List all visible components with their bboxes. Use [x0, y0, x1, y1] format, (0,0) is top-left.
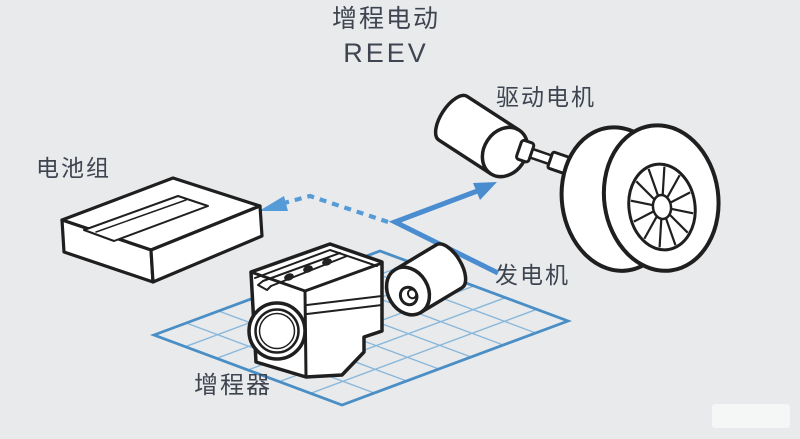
battery-top-panel [83, 195, 209, 242]
wheel-spokes [630, 166, 694, 248]
engine-bolt-hole [284, 273, 294, 281]
engine-bolt-hole [303, 265, 313, 273]
diagram-title-chinese: 增程电动 [331, 5, 440, 33]
generator-label: 发电机 [495, 262, 570, 288]
range-extender-label: 增程器 [194, 372, 272, 399]
wheel-rim [627, 162, 697, 252]
power-flow-arrowhead [473, 182, 497, 200]
diagram-title-reev: REEV [343, 38, 429, 68]
charge-flow-arrow [259, 193, 389, 224]
power-flow-arrow [388, 182, 500, 276]
drive-motor-graphic [433, 93, 530, 179]
engine-bolt-hole [322, 258, 332, 266]
generator-graphic [384, 242, 468, 317]
charge-flow-arrowhead [259, 196, 288, 211]
watermark [712, 404, 790, 428]
wheel-hub [651, 193, 673, 221]
range-extender-graphic [247, 242, 384, 379]
battery-pack-graphic [60, 176, 264, 284]
drive-motor-label: 驱动电机 [496, 84, 596, 110]
wheel-graphic [559, 123, 721, 273]
engine-bore [247, 301, 307, 361]
battery-pack-label: 电池组 [36, 155, 111, 181]
